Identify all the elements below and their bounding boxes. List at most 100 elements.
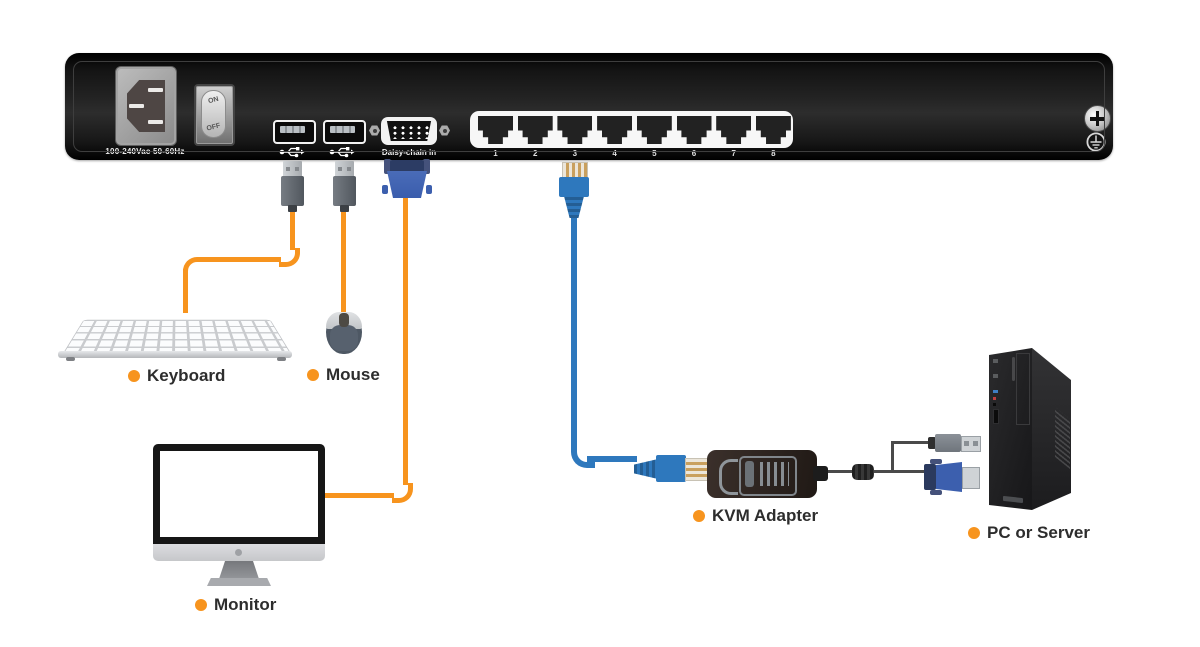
rj45-plug-adapter bbox=[685, 458, 708, 481]
pc-audio-jack bbox=[993, 403, 996, 406]
switch-on-label: ON bbox=[207, 95, 220, 106]
usb-plug-mouse bbox=[340, 205, 349, 212]
daisy-chain-port bbox=[381, 117, 437, 145]
usb-tongue bbox=[330, 126, 355, 133]
adapter-cable-stub bbox=[813, 466, 828, 481]
keyboard-cable bbox=[183, 257, 204, 276]
bullet-dot bbox=[307, 369, 319, 381]
bullet-dot bbox=[195, 599, 207, 611]
kvm-port-5 bbox=[636, 116, 672, 144]
pc-drive-bay bbox=[1016, 353, 1030, 425]
port-number: 7 bbox=[731, 149, 736, 158]
vga-plug-screw bbox=[382, 185, 388, 194]
port-number: 4 bbox=[612, 149, 617, 158]
label-keyboard: Keyboard bbox=[128, 366, 225, 386]
kvm-port-8 bbox=[755, 116, 791, 144]
usb-icon bbox=[279, 147, 305, 158]
usb-plug-mouse bbox=[335, 161, 354, 177]
rj45-plug-port3 bbox=[564, 196, 584, 218]
power-pin bbox=[129, 104, 144, 108]
keyboard-front-edge bbox=[58, 351, 292, 358]
kvm-switch-rear-panel: 100-240Vac 50-60Hz ON OFF bbox=[65, 53, 1113, 160]
keyboard-cable bbox=[279, 248, 300, 267]
vga-plug-pc bbox=[936, 462, 962, 492]
label-text: KVM Adapter bbox=[712, 506, 819, 525]
usb-plug-keyboard bbox=[283, 161, 302, 177]
label-monitor: Monitor bbox=[195, 595, 276, 615]
label-text: Mouse bbox=[326, 365, 380, 384]
kvm-port-2 bbox=[517, 116, 553, 144]
usb-plug-keyboard bbox=[288, 205, 297, 212]
bullet-dot bbox=[128, 370, 140, 382]
adapter-usb-cable bbox=[891, 441, 932, 444]
usb-plug-pc bbox=[928, 437, 936, 449]
rj45-plug-adapter bbox=[656, 455, 686, 482]
adapter-vga-cable bbox=[874, 470, 928, 473]
kvm-port-1 bbox=[478, 116, 513, 144]
keyboard bbox=[62, 319, 292, 355]
pc-usb-port bbox=[993, 390, 998, 393]
monitor-stand bbox=[219, 561, 259, 579]
power-switch: ON OFF bbox=[194, 84, 235, 146]
port-number: 2 bbox=[532, 149, 538, 158]
pc-power-slot bbox=[1012, 357, 1015, 381]
vga-plug-pc bbox=[962, 467, 980, 489]
label-text: Monitor bbox=[214, 595, 277, 614]
usb-port-mouse bbox=[323, 120, 366, 144]
monitor-cable bbox=[322, 493, 394, 498]
label-kvm-adapter: KVM Adapter bbox=[693, 506, 818, 526]
vga-plug-monitor bbox=[423, 159, 430, 174]
vga-plug-pc bbox=[924, 464, 936, 490]
adapter-graphic bbox=[745, 461, 754, 487]
monitor-cable bbox=[392, 483, 413, 503]
adapter-graphic bbox=[739, 456, 797, 496]
kvm-port-4 bbox=[597, 116, 633, 144]
kvm-port-3 bbox=[557, 116, 593, 144]
power-pin bbox=[148, 88, 163, 92]
usb-icon bbox=[329, 147, 355, 158]
rj45-plug-port3 bbox=[559, 177, 589, 197]
ferrite-bead bbox=[852, 464, 874, 480]
vga-plug-monitor bbox=[387, 171, 427, 198]
label-mouse: Mouse bbox=[307, 365, 380, 385]
rj45-plug-adapter bbox=[634, 459, 658, 479]
keyboard-cable bbox=[290, 210, 295, 250]
vga-plug-pc-screw bbox=[930, 459, 942, 464]
pc-tower bbox=[985, 345, 1077, 517]
port-number: 6 bbox=[691, 149, 697, 158]
cat5-cable bbox=[571, 444, 595, 468]
mouse-shell bbox=[330, 325, 358, 351]
power-pin bbox=[148, 120, 163, 124]
vga-hex-nut bbox=[369, 125, 380, 136]
vga-plug-monitor bbox=[384, 159, 391, 174]
cat5-cable bbox=[571, 216, 577, 448]
kvm-port-7 bbox=[716, 116, 752, 144]
adapter-usb-cable bbox=[891, 441, 894, 472]
vga-hex-nut bbox=[439, 125, 450, 136]
keyboard-cable bbox=[183, 269, 188, 313]
kvm-port-6 bbox=[676, 116, 712, 144]
port-number: 3 bbox=[572, 149, 578, 158]
adapter-cable bbox=[820, 470, 854, 473]
usb-plug-mouse bbox=[333, 176, 356, 206]
usb-port-keyboard bbox=[273, 120, 316, 144]
adapter-graphic bbox=[760, 462, 789, 486]
usb-plug-pc bbox=[935, 434, 961, 452]
port-number: 5 bbox=[652, 149, 657, 158]
pc-button bbox=[993, 359, 998, 363]
kvm-port-block bbox=[470, 111, 793, 148]
ground-terminal-icon bbox=[1086, 132, 1106, 152]
pc-button bbox=[993, 374, 998, 378]
pc-audio-jack bbox=[993, 397, 996, 400]
pc-card-slot bbox=[993, 409, 999, 424]
label-text: Keyboard bbox=[147, 366, 226, 385]
power-switch-rocker: ON OFF bbox=[201, 90, 226, 138]
kvm-adapter bbox=[707, 450, 828, 498]
bullet-dot bbox=[693, 510, 705, 522]
monitor bbox=[153, 444, 325, 544]
cat5-cable bbox=[587, 456, 637, 462]
vga-plug-pc-screw bbox=[930, 490, 942, 495]
keyboard-foot bbox=[66, 357, 75, 361]
